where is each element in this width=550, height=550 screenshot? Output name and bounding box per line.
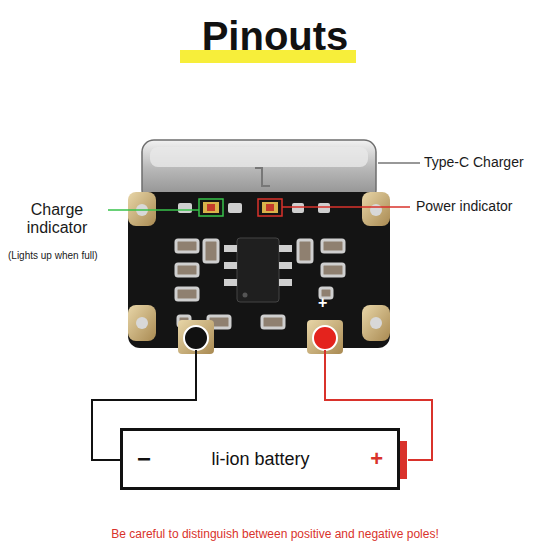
battery-box: − li-ion battery + [120,428,400,490]
type-c-leader [378,162,420,163]
battery-label: li-ion battery [212,449,310,470]
power-led-highlight [258,199,282,216]
charge-led-highlight [199,199,223,216]
indicator-label: Charge indicator [8,201,106,238]
indicator-label: Power indicator [416,198,513,214]
negative-sign: − [137,445,151,473]
caption: Be careful to distinguish between positi… [0,527,550,541]
pcb [128,192,390,354]
positive-sign: + [370,446,383,472]
connector-label: Type-C Charger [424,154,524,170]
power-leader [282,206,410,208]
battery-terminal [400,441,407,479]
title: Pinouts [0,14,550,59]
charge-leader [108,209,199,211]
polarity-mark: + [318,294,327,312]
note-label: (Lights up when full) [8,250,98,262]
